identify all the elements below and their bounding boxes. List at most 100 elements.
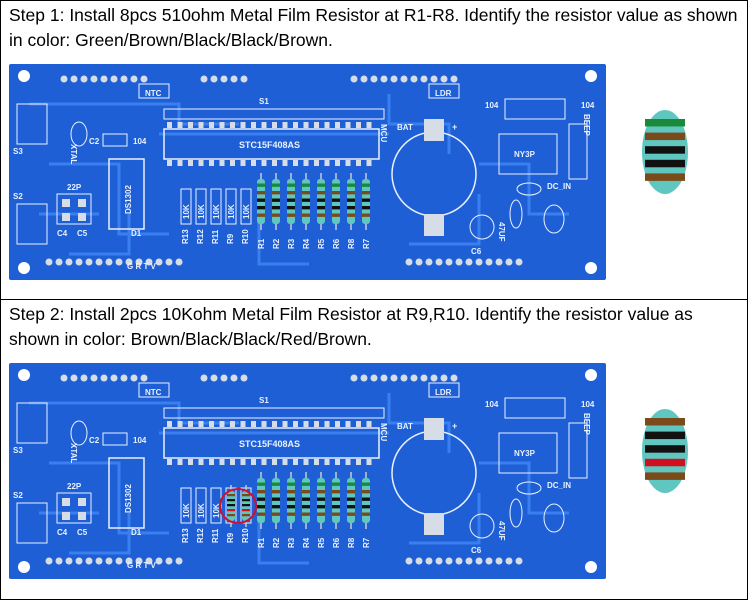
color-band <box>242 504 250 507</box>
ic-pin <box>314 421 319 427</box>
ic-pin <box>356 459 361 465</box>
ic-pin <box>324 459 330 465</box>
solder-pad <box>390 374 398 382</box>
color-band <box>257 482 265 486</box>
color-band <box>317 490 325 494</box>
ntc-outline <box>138 83 170 99</box>
solder-pad <box>370 374 378 382</box>
solder-pad <box>165 557 173 565</box>
ds1302-outline <box>108 158 145 230</box>
pcb-trace <box>479 162 569 216</box>
resistor-designator: R12 <box>196 528 205 543</box>
ny3p-label: NY3P <box>514 449 536 458</box>
color-band <box>272 505 280 509</box>
color-band-closeup <box>645 173 685 181</box>
ic-pin <box>324 421 330 427</box>
ten-k-label: 10K <box>182 204 191 219</box>
color-band-closeup <box>645 418 685 426</box>
ic-pin <box>198 459 204 465</box>
color-band <box>332 490 340 494</box>
pad-outline <box>509 498 523 528</box>
resistor <box>362 173 370 230</box>
ic-pin <box>219 421 225 427</box>
cap47-label: 47UF <box>497 521 506 541</box>
ic-pin <box>261 160 267 166</box>
color-band <box>332 191 340 195</box>
color-band <box>272 497 280 501</box>
ic-pin <box>230 160 235 166</box>
ntc-label: NTC <box>145 388 162 397</box>
color-band <box>347 206 355 210</box>
ic-pin <box>198 160 204 166</box>
solder-pad <box>420 75 428 83</box>
ic-pin <box>314 459 319 465</box>
resistor-designator: R4 <box>302 537 311 548</box>
resistor <box>272 173 280 230</box>
cap104-label: 104 <box>581 400 595 409</box>
resistor-designator: R8 <box>347 537 356 548</box>
ic-pin <box>167 122 172 128</box>
step-1-panel: Step 1: Install 8pcs 510ohm Metal Film R… <box>0 0 748 300</box>
color-band <box>317 512 325 516</box>
solder-pad <box>130 374 138 382</box>
ic-pin <box>209 459 214 465</box>
battery-plus-label: + <box>452 122 457 132</box>
color-band <box>302 206 310 210</box>
solder-pad <box>380 75 388 83</box>
solder-pad <box>505 258 513 266</box>
resistor-designator: R11 <box>211 229 220 244</box>
cap-outline <box>504 98 566 120</box>
ic-pin <box>282 122 288 128</box>
resistor-designator: R5 <box>317 238 326 249</box>
ntc-outline <box>138 382 170 398</box>
ic-outline <box>163 128 380 160</box>
solder-pad <box>115 258 123 266</box>
mounting-hole <box>18 70 30 82</box>
color-band <box>362 490 370 494</box>
c2-outline <box>102 432 128 446</box>
pcb-trace <box>409 194 481 246</box>
solder-pad <box>62 199 70 207</box>
color-band <box>362 482 370 486</box>
ic-pin <box>240 421 246 427</box>
ic-pin <box>198 122 204 128</box>
color-band <box>302 183 310 187</box>
color-band <box>362 512 370 516</box>
solder-pad <box>95 258 103 266</box>
color-band <box>362 213 370 217</box>
ic-pin <box>240 160 246 166</box>
solder-pad <box>430 374 438 382</box>
ic-pin <box>198 421 204 427</box>
step-1-caption: Step 1: Install 8pcs 510ohm Metal Film R… <box>9 5 738 50</box>
c5-label: C5 <box>77 528 88 537</box>
resistor-designator: R8 <box>347 238 356 249</box>
ic-pin <box>345 160 351 166</box>
color-band-closeup <box>645 472 685 480</box>
color-band <box>362 505 370 509</box>
color-band <box>317 505 325 509</box>
solder-pad <box>45 258 53 266</box>
ic-pin <box>345 122 351 128</box>
solder-pad <box>410 374 418 382</box>
solder-pad <box>65 258 73 266</box>
solder-pad <box>425 557 433 565</box>
color-band <box>317 191 325 195</box>
color-band <box>302 482 310 486</box>
solder-pad <box>220 374 228 382</box>
solder-pad <box>475 258 483 266</box>
ic-pin <box>366 421 372 427</box>
resistor <box>302 472 310 529</box>
ic-pin <box>282 421 288 427</box>
color-band <box>332 213 340 217</box>
mounting-hole <box>585 70 597 82</box>
solder-pad <box>75 258 83 266</box>
bat-label: BAT <box>397 123 413 132</box>
resistor <box>272 472 280 529</box>
cap-outline <box>504 397 566 419</box>
solder-pad <box>220 75 228 83</box>
color-band <box>332 505 340 509</box>
mounting-hole <box>18 369 30 381</box>
color-band <box>347 505 355 509</box>
resistor-designator: R12 <box>196 229 205 244</box>
color-band <box>317 183 325 187</box>
